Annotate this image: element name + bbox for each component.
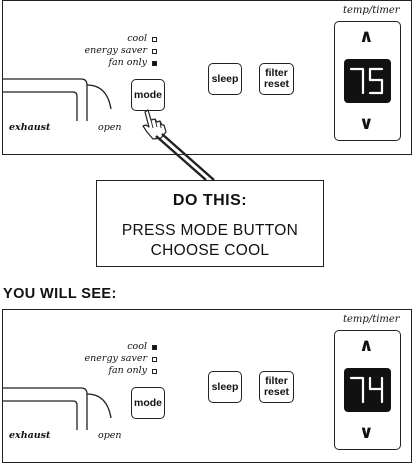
control-panel-before: exhaust open cool energy saver fan only … [2,0,412,155]
indicator-light [152,356,157,362]
exhaust-lever[interactable] [3,370,133,430]
exhaust-label: exhaust [9,430,51,441]
mode-indicator-fan-only: fan only [63,57,157,69]
temperature-display: 75 [344,59,391,103]
mode-indicator-energy-saver: energy saver [63,45,157,57]
filter-reset-button[interactable]: filter reset [259,371,294,403]
reset-label: reset [263,386,290,398]
seven-segment-digits: 75 [344,59,384,95]
indicator-light [152,48,157,54]
filter-reset-button[interactable]: filter reset [259,63,294,95]
up-arrow-icon[interactable]: ∧ [359,335,374,356]
down-arrow-icon[interactable]: ∨ [359,113,374,134]
callout-title: DO THIS: [172,192,248,209]
up-arrow-icon[interactable]: ∧ [359,26,374,47]
open-label: open [98,122,122,133]
indicator-light [152,36,157,42]
temp-timer-control: ∧ 75 ∨ [334,21,401,141]
control-panel-after: exhaust open cool energy saver fan only … [2,309,412,463]
mode-indicator-fan-only: fan only [63,365,157,377]
indicator-light-active [152,60,157,66]
mode-button[interactable]: mode [131,387,165,419]
exhaust-label: exhaust [9,122,51,133]
mode-indicator-energy-saver: energy saver [63,353,157,365]
sleep-button[interactable]: sleep [208,371,242,403]
instruction-callout: DO THIS: PRESS MODE BUTTON CHOOSE COOL [96,180,324,267]
display-value: 75 [344,59,346,60]
filter-label: filter [265,67,288,79]
temp-timer-label: temp/timer [343,5,400,16]
mode-label: fan only [108,365,147,376]
mode-label: energy saver [84,353,147,364]
open-label: open [98,430,122,441]
mode-indicator-cool: cool [63,341,157,353]
you-will-see-heading: YOU WILL SEE: [3,286,117,302]
seven-segment-digits: 74 [344,368,384,404]
display-value: 74 [344,368,346,369]
indicator-light-active [152,344,157,350]
temperature-display: 74 [344,368,391,412]
callout-line-2: CHOOSE COOL [150,242,270,259]
callout-line-1: PRESS MODE BUTTON [121,222,299,239]
mode-label: fan only [108,57,147,68]
filter-label: filter [265,375,288,387]
sleep-button[interactable]: sleep [208,63,242,95]
exhaust-lever[interactable] [3,61,133,121]
temp-timer-control: ∧ 74 ∨ [334,330,401,450]
mode-label: cool [127,33,147,44]
temp-timer-label: temp/timer [343,314,400,325]
mode-label: cool [127,341,147,352]
mode-button[interactable]: mode [131,79,165,111]
indicator-light [152,368,157,374]
reset-label: reset [263,78,290,90]
down-arrow-icon[interactable]: ∨ [359,422,374,443]
mode-indicator-cool: cool [63,33,157,45]
mode-label: energy saver [84,45,147,56]
mode-indicator-list: cool energy saver fan only [63,341,157,377]
mode-indicator-list: cool energy saver fan only [63,33,157,69]
callout-connector [155,133,215,181]
callout-body: PRESS MODE BUTTON CHOOSE COOL [97,221,323,261]
